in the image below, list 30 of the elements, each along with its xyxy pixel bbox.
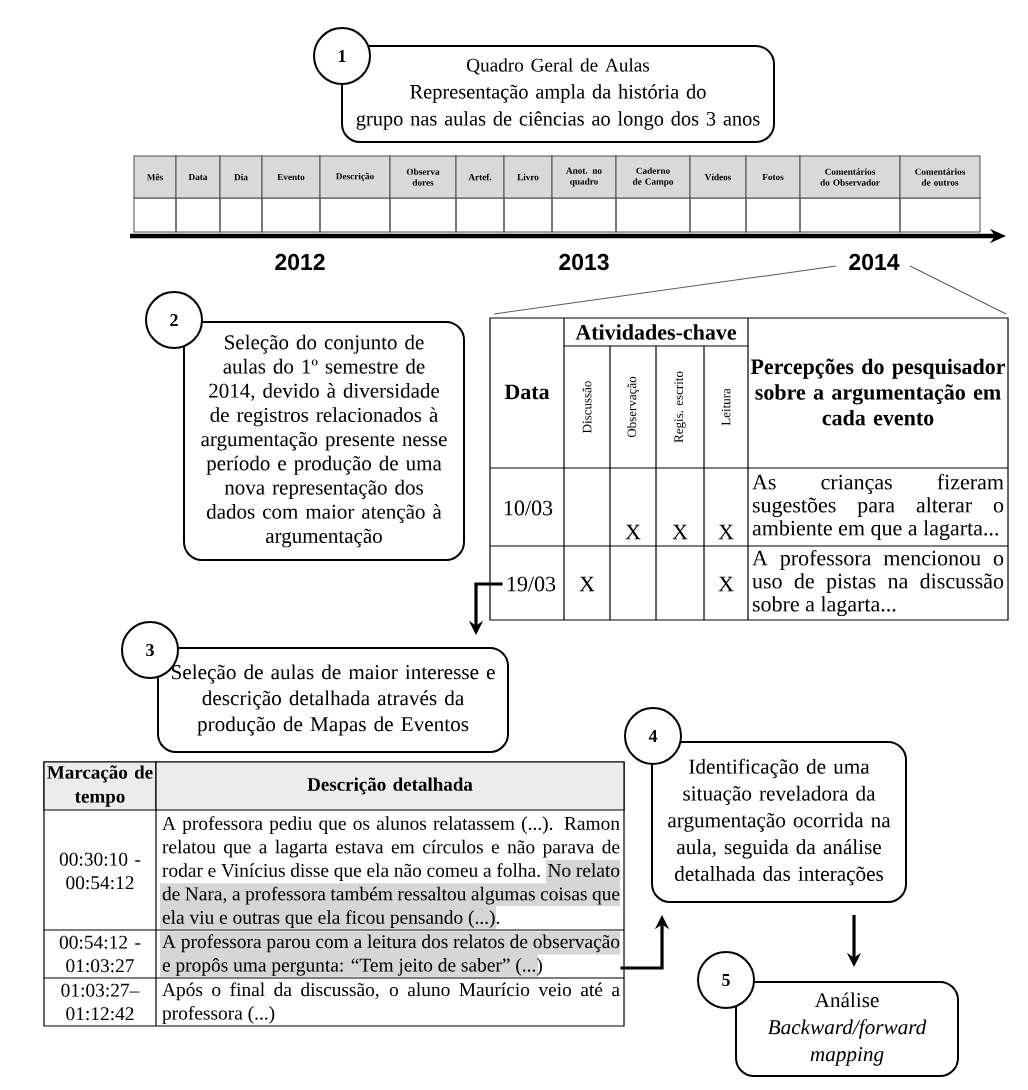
year-label: 2014: [849, 253, 900, 271]
step-box: Seleção de aulas de maior interesse e descrição detalhada através da produção de Mapas de Eventos: [157, 647, 509, 753]
step-number: 4: [624, 707, 682, 765]
cell-text: As crianças fizeram sugestões para alterar o ambiente em que a lagarta...: [752, 473, 1004, 541]
time-text: 00:30:10 - 00:54:12: [59, 852, 141, 890]
date-text: 10/03: [504, 500, 553, 516]
step-number: 2: [145, 291, 203, 349]
cell-text: Após o final da discussão, o aluno Maurício veio até a professora (...): [162, 982, 620, 1024]
year-label: 2012: [275, 253, 325, 271]
x-mark: X: [625, 524, 641, 540]
x-mark: X: [718, 576, 734, 592]
step-box: Seleção do conjunto de aulas do 1º semestre de 2014, devido à diversidade de registros relacionados à argumentação presente nesse período e produção de uma nova representação dos dados com maior atenção à argumentação: [183, 321, 465, 561]
column-header: Marcação de tempo: [43, 761, 157, 811]
column-header: Percepções do pesquisador sobre a argumentação em cada evento: [750, 358, 1006, 426]
step-box: Análise Backward/forward mapping: [735, 981, 959, 1077]
year-label: 2013: [559, 253, 609, 271]
time-text: 00:54:12 - 01:03:27: [59, 935, 141, 973]
step-number: 1: [313, 27, 371, 85]
column-header: Data: [504, 384, 550, 400]
x-mark: X: [579, 576, 595, 592]
x-mark: X: [718, 524, 734, 540]
cell-text: A professora mencionou o uso de pistas na discussão sobre a lagarta...: [752, 549, 1004, 617]
date-text: 19/03: [507, 576, 556, 592]
cell-text: A professora pediu que os alunos relatassem (...). Ramon relatou que a lagarta estava em círculos e não parava de rodar e Vinícius disse que ela não comeu a folha. No relato de Nara, a professora também ressaltou algumas coisas que ela viu e outras que ela ficou pensando (...).: [160, 816, 620, 929]
step-box: Identificação de uma situação reveladora da argumentação ocorrida na aula, seguida da análise detalhada das interações: [651, 741, 907, 903]
cell-text: A professora parou com a leitura dos relatos de observação e propôs uma pergunta: “Tem jeito de saber” (...): [160, 931, 620, 977]
step-number: 5: [697, 951, 755, 1009]
column-header: Atividades-chave: [575, 324, 737, 340]
time-text: 01:03:27– 01:12:42: [61, 983, 140, 1021]
x-mark: X: [672, 524, 688, 540]
